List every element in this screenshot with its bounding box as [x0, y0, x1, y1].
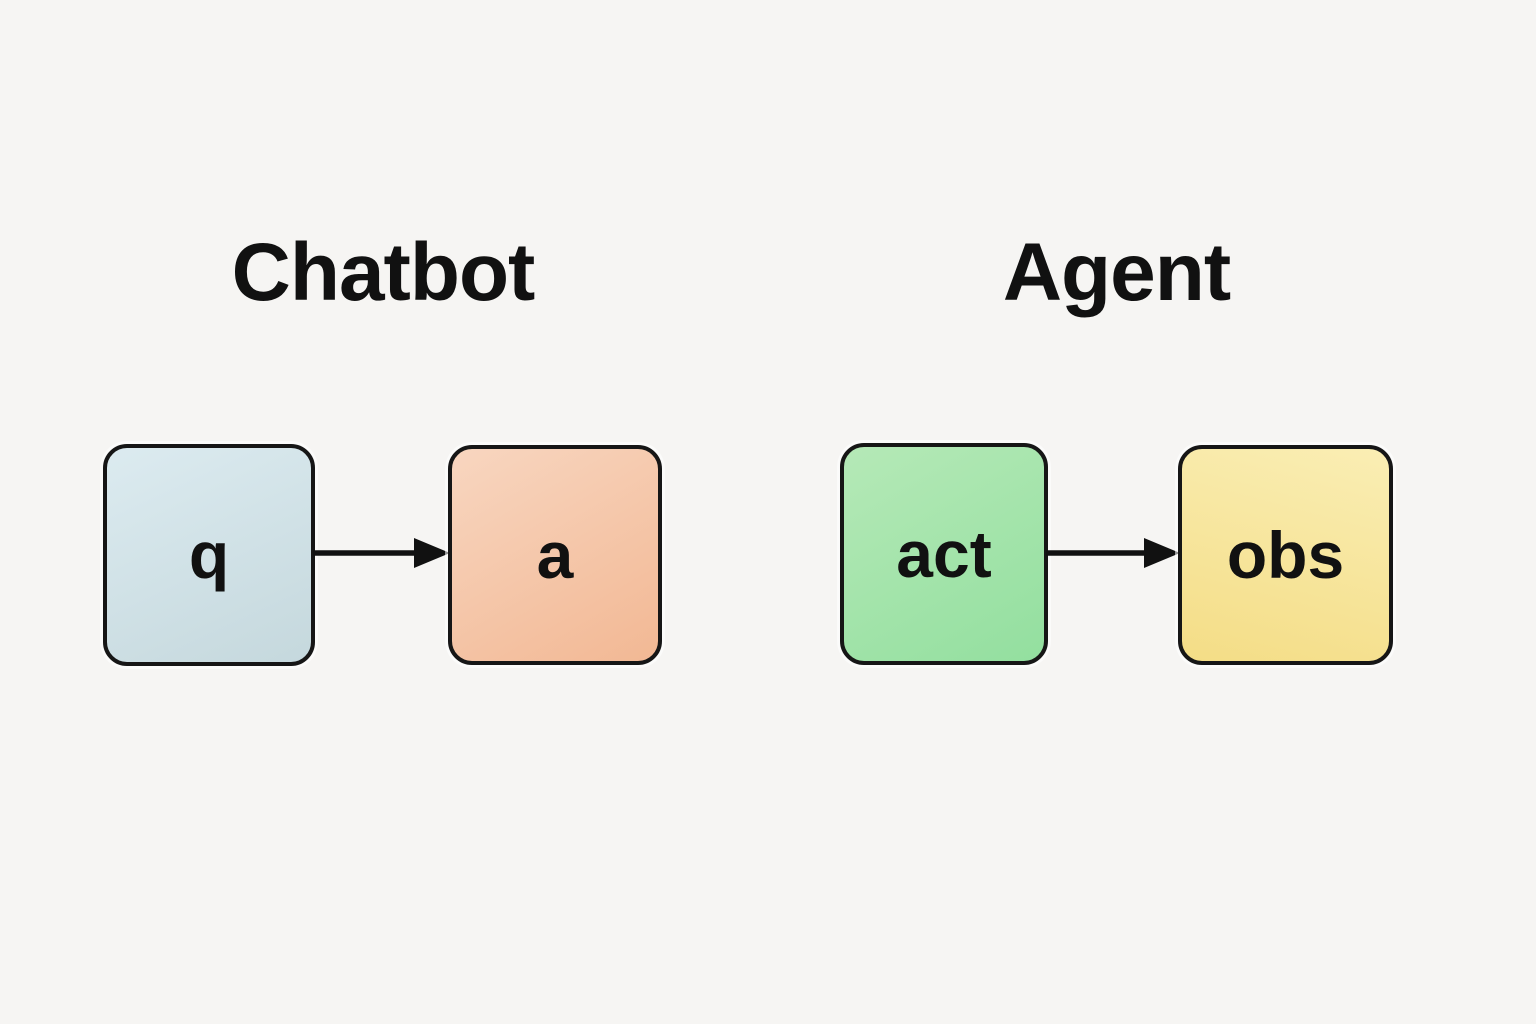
node-act-label: act — [896, 517, 992, 591]
node-q-label: q — [188, 518, 230, 592]
node-q: q — [103, 444, 315, 666]
arrow-act-to-obs-icon — [1046, 528, 1180, 578]
agent-section-title: Agent — [1002, 227, 1231, 318]
node-obs-label: obs — [1226, 518, 1345, 592]
arrow-q-to-a-icon — [313, 528, 450, 578]
chatbot-section-title: Chatbot — [231, 227, 536, 318]
node-act: act — [840, 443, 1048, 665]
node-a: a — [448, 445, 662, 665]
node-obs: obs — [1178, 445, 1393, 665]
node-a-label: a — [536, 518, 574, 592]
